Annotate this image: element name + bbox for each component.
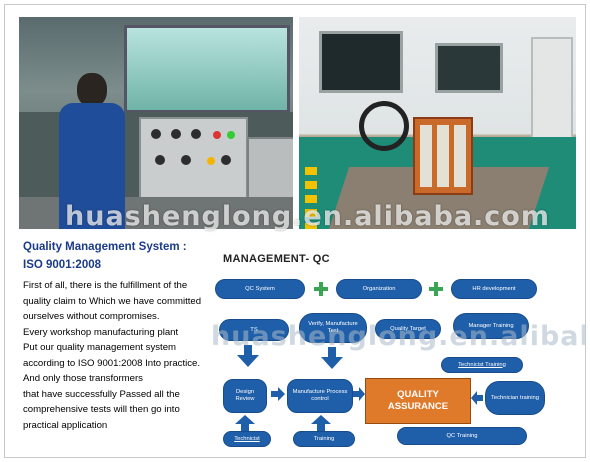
hr-development-node: HR development <box>451 279 537 299</box>
text-line: according to ISO 9001:2008 Into practice… <box>23 357 201 369</box>
quality-target-node: Quality Target <box>375 319 441 339</box>
text-line: First of all, there is the fulfillment o… <box>23 280 188 291</box>
quality-text: Quality Management System : ISO 9001:200… <box>23 241 223 433</box>
plus-icon <box>429 282 443 296</box>
qa-label-line2: ASSURANCE <box>387 401 449 412</box>
text-line: comprehensive tests will then go into <box>23 404 180 415</box>
cable-coil <box>359 101 409 151</box>
text-line: And only those transformers <box>23 373 143 384</box>
observation-window <box>319 31 403 93</box>
organization-node: Organization <box>336 279 422 299</box>
arrow-up-icon <box>311 415 331 433</box>
text-line: quality claim to Which we have committed <box>23 295 202 307</box>
design-review-node: Design Review <box>223 379 267 413</box>
iso-standard: ISO 9001:2008 <box>23 259 102 271</box>
training-node: Training <box>293 431 355 447</box>
arrow-left-icon <box>471 391 483 405</box>
test-room-photo <box>299 17 576 229</box>
verify-test-node: Verify, Manufacture Test <box>299 313 367 343</box>
dry-type-transformer <box>413 117 473 195</box>
qc-training-node: QC Training <box>397 427 527 445</box>
workshop-window <box>124 25 290 113</box>
diagram-title: MANAGEMENT- QC <box>223 253 330 265</box>
arrow-down-icon <box>237 345 259 367</box>
manager-training-node: Manager Training <box>453 313 529 339</box>
factory-operator-photo <box>19 17 293 229</box>
plus-icon <box>314 282 328 296</box>
text-line: that have successfully Passed all the <box>23 388 180 400</box>
arrow-right-icon <box>353 387 365 401</box>
qa-label-line1: QUALITY <box>397 389 439 400</box>
technician-training-node: Technician training <box>485 381 545 415</box>
arrow-up-icon <box>235 415 255 433</box>
observation-window-2 <box>435 43 503 93</box>
product-detail-image: huashenglong.en.alibaba.com Quality Mana… <box>4 4 586 458</box>
quality-assurance-box: QUALITY ASSURANCE <box>365 378 471 424</box>
manufacture-process-node: Manufacture Process control <box>287 379 353 413</box>
control-panel <box>139 117 248 206</box>
qc-system-node: QC System <box>215 279 305 299</box>
operator-figure <box>51 73 131 229</box>
ts-node: TS <box>219 319 289 341</box>
qms-heading: Quality Management System : <box>23 241 187 253</box>
technicist-node: Technicist <box>223 431 271 447</box>
text-line: Every workshop manufacturing plant <box>23 326 179 338</box>
text-line: ourselves without compromises. <box>23 311 160 322</box>
text-line: practical application <box>23 419 108 431</box>
technicist-training-node: Technicist Training <box>441 357 523 373</box>
arrow-down-icon <box>321 347 343 369</box>
qc-management-diagram: MANAGEMENT- QC QC System Organization HR… <box>213 245 585 453</box>
arrow-right-icon <box>271 387 285 401</box>
safety-stripe <box>305 167 317 229</box>
text-line: Put our quality management system <box>23 342 177 353</box>
